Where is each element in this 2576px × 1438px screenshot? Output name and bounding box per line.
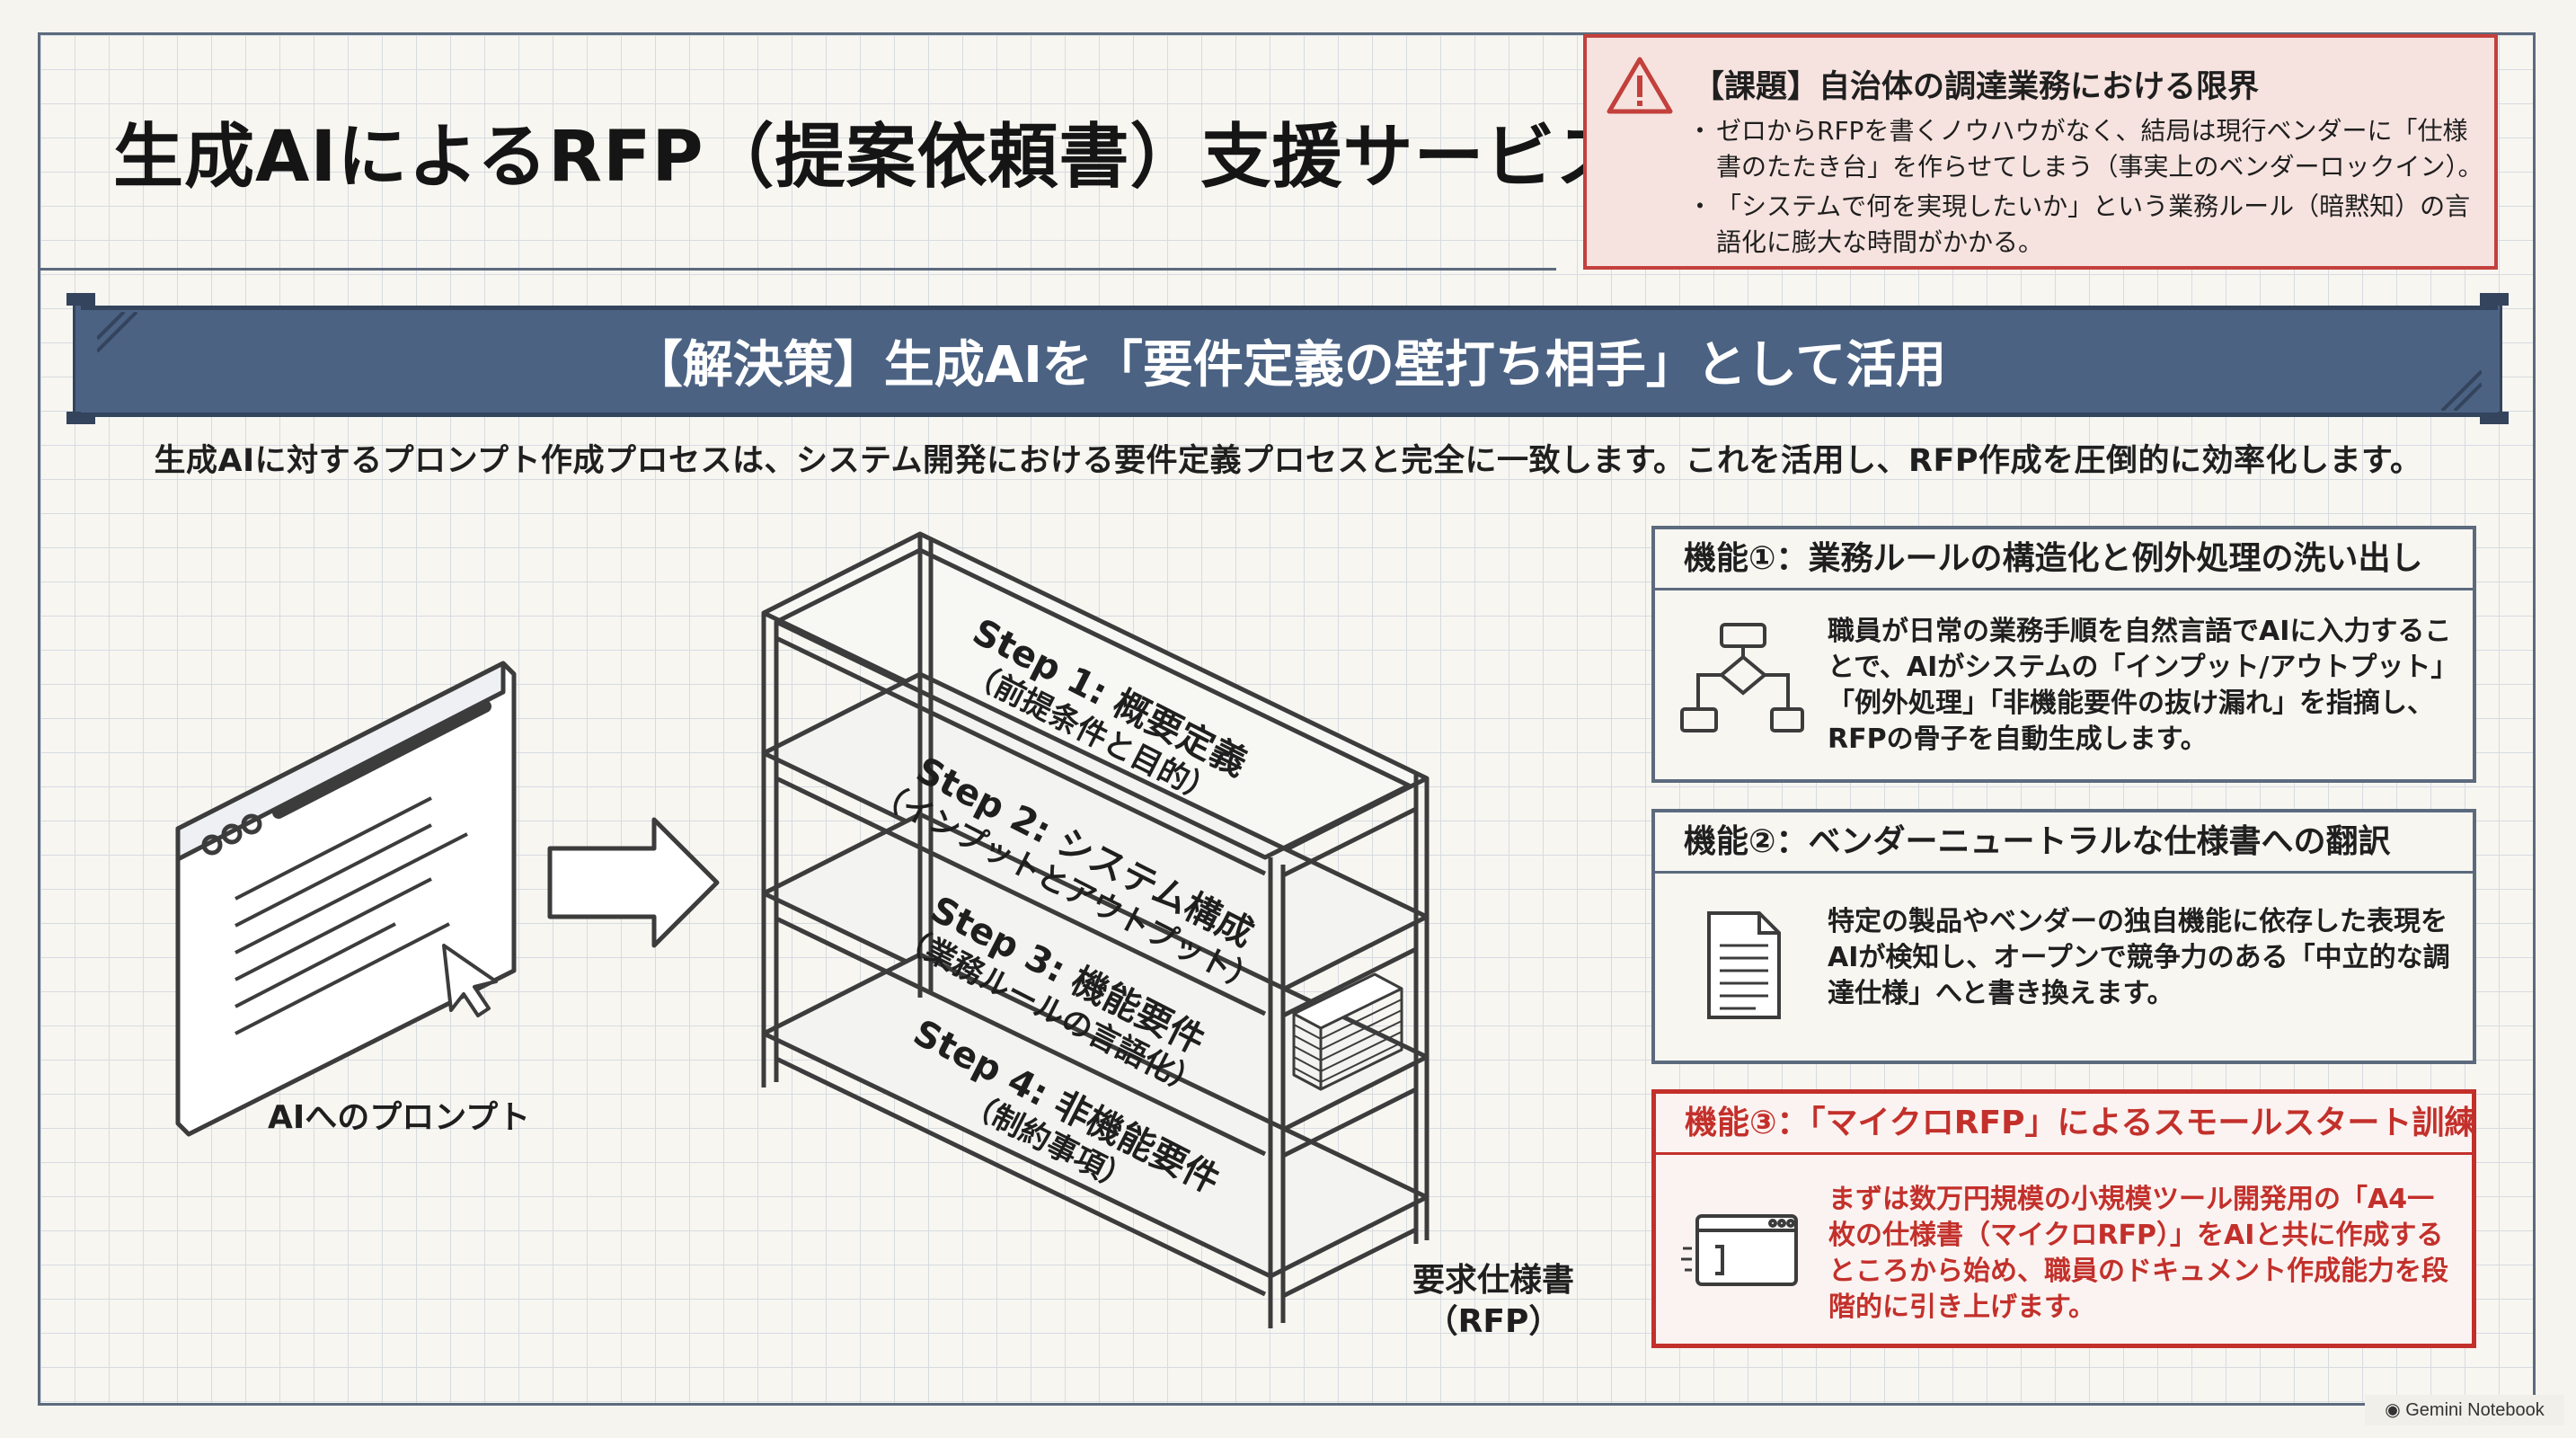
rfp-label-line2: （RFP） — [1425, 1303, 1562, 1340]
issue-item: 「システムで何を実現したいか」という業務ルール（暗黙知）の言語化に膨大な時間がか… — [1687, 189, 2483, 261]
rfp-output-label: 要求仕様書 （RFP） — [1412, 1260, 1574, 1343]
feature-title: 機能③：「マイクロRFP」によるスモールスタート訓練 — [1656, 1094, 2476, 1155]
shelf-illustration — [761, 531, 1430, 1328]
feature-card-3: 機能③：「マイクロRFP」によるスモールスタート訓練 まずは数万円規模の小規模ツ… — [1651, 1089, 2476, 1348]
page-title: 生成AIによるRFP（提案依頼書）支援サービス — [113, 117, 1627, 198]
issue-list: ゼロからRFPを書くノウハウがなく、結局は現行ベンダーに「仕様書のたたき台」を作… — [1687, 113, 2483, 264]
banner-stripe-decoration — [2440, 369, 2482, 411]
warning-icon — [1607, 57, 1673, 114]
prompt-label: AIへのプロンプト — [268, 1099, 531, 1136]
subtitle: 生成AIに対するプロンプト作成プロセスは、システム開発における要件定義プロセスと… — [154, 443, 2422, 479]
watermark-badge: ◉ Gemini Notebook — [2365, 1395, 2564, 1425]
feature-body: 職員が日常の業務手順を自然言語でAIに入力することで、AIがシステムの「インプッ… — [1828, 616, 2452, 755]
browser-window-icon — [1681, 1214, 1798, 1286]
feature-title: 機能②：ベンダーニュートラルな仕様書への翻訳 — [1655, 812, 2473, 874]
issue-box: 【課題】自治体の調達業務における限界 ゼロからRFPを書くノウハウがなく、結局は… — [1583, 34, 2498, 270]
flowchart-icon — [1680, 623, 1804, 732]
feature-body: 特定の製品やベンダーの独自機能に依存した表現をAIが検知し、オープンで競争力のあ… — [1828, 906, 2450, 1009]
issue-item: ゼロからRFPを書くノウハウがなく、結局は現行ベンダーに「仕様書のたたき台」を作… — [1687, 113, 2483, 185]
title-divider — [38, 268, 1556, 271]
feature-card-2: 機能②：ベンダーニュートラルな仕様書への翻訳 特定の製品やベンダーの独自機能に依… — [1651, 809, 2476, 1064]
watermark-label: Gemini Notebook — [2405, 1400, 2545, 1420]
banner-title: 【解決策】生成AIを「要件定義の壁打ち相手」として活用 — [632, 336, 1947, 395]
issue-title: 【課題】自治体の調達業務における限界 — [1693, 69, 2260, 105]
rfp-label-line1: 要求仕様書 — [1412, 1262, 1575, 1299]
feature-title: 機能①：業務ルールの構造化と例外処理の洗い出し — [1655, 529, 2473, 590]
prompt-window-icon — [175, 661, 517, 1137]
process-diagram — [175, 531, 1430, 1328]
notebook-icon: ◉ — [2385, 1400, 2406, 1420]
document-icon — [1707, 911, 1781, 1019]
feature-body: まずは数万円規模の小規模ツール開発用の「A4一枚の仕様書（マイクロRFP）」をA… — [1828, 1184, 2448, 1323]
solution-banner: 【解決策】生成AIを「要件定義の壁打ち相手」として活用 — [81, 306, 2498, 417]
banner-stripe-decoration — [97, 312, 138, 353]
feature-card-1: 機能①：業務ルールの構造化と例外処理の洗い出し 職員が日常の業務手順を自然言語で… — [1651, 526, 2476, 783]
arrow-right-icon — [547, 817, 720, 948]
